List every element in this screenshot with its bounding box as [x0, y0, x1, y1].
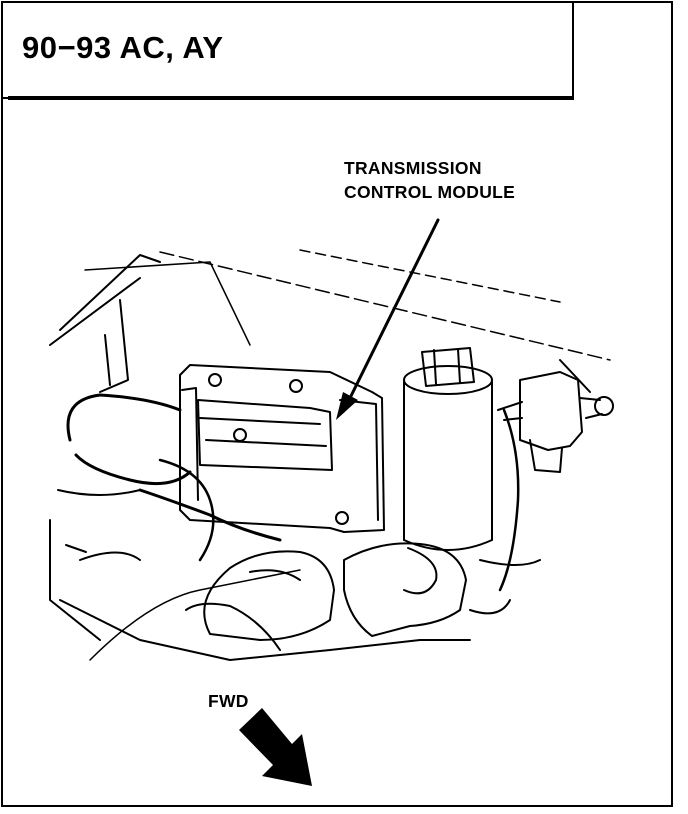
forward-arrow-icon: [239, 708, 312, 786]
canister: [403, 347, 493, 551]
lower-housing: [65, 542, 511, 651]
page-title: 90−93 AC, AY: [22, 30, 224, 65]
fwd-label: FWD: [208, 691, 249, 711]
transmission-control-module: [179, 364, 385, 533]
diagram-frame: [1, 1, 673, 807]
solenoid-assembly: [497, 359, 614, 473]
tcm-label-line2: CONTROL MODULE: [344, 182, 516, 202]
callout-arrowhead: [336, 392, 358, 420]
tcm-label-line1: TRANSMISSION: [344, 158, 482, 178]
